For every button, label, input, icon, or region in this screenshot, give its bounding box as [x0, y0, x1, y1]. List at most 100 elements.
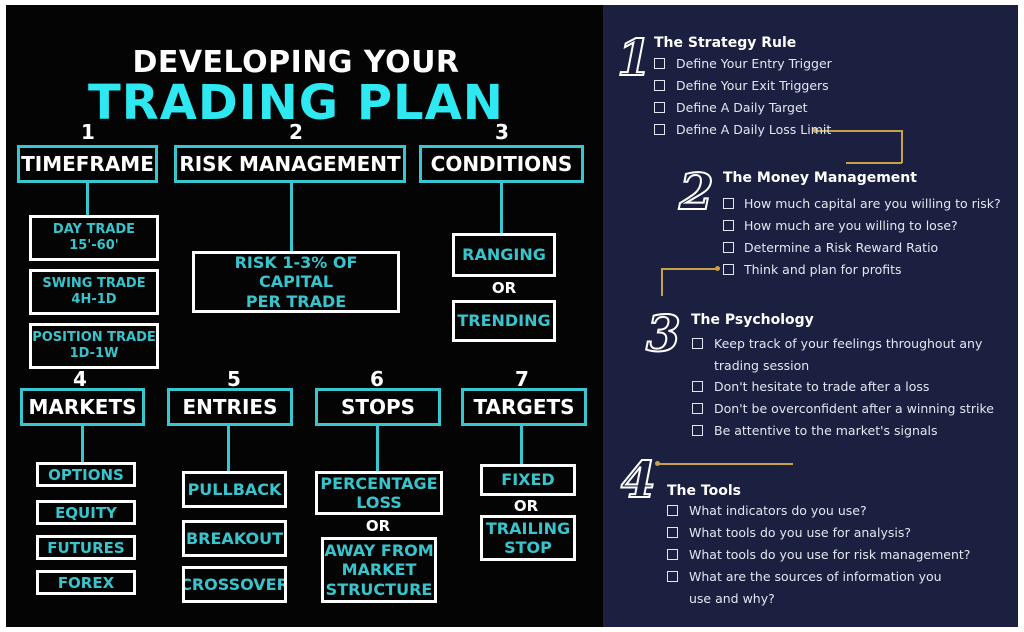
timeframe-option-day-trade: DAY TRADE 15'-60' — [29, 215, 159, 261]
step-1-heading: TIMEFRAME — [21, 152, 154, 176]
checkbox[interactable] — [654, 102, 665, 113]
step-7-heading: TARGETS — [473, 395, 575, 419]
market-option-forex: FOREX — [36, 570, 136, 595]
market-option-equity: EQUITY — [36, 500, 136, 525]
checkbox[interactable] — [667, 505, 678, 516]
checklist-item: What tools do you use for analysis? — [689, 525, 911, 540]
section-2-title: The Money Management — [723, 170, 917, 186]
option-line-2: MARKET — [341, 560, 417, 580]
checkbox[interactable] — [667, 527, 678, 538]
checkbox[interactable] — [692, 381, 703, 392]
checklist-item: How much capital are you willing to risk… — [744, 196, 1001, 211]
checklist-item: Define A Daily Loss Limit — [676, 122, 832, 137]
section-4-title: The Tools — [667, 483, 741, 499]
option-label: RANGING — [462, 245, 546, 265]
checklist-item-continued: trading session — [714, 358, 810, 373]
checkbox[interactable] — [667, 571, 678, 582]
option-line-1: SWING TRADE — [42, 276, 146, 292]
step-5-number: 5 — [227, 367, 241, 391]
option-label: EQUITY — [55, 503, 117, 522]
market-option-futures: FUTURES — [36, 535, 136, 560]
step-1-heading-box: TIMEFRAME — [17, 145, 158, 183]
title-line-1: DEVELOPING YOUR — [132, 45, 460, 80]
connector-line — [661, 268, 663, 296]
connector-dot — [655, 461, 660, 466]
checklist-item: Define Your Exit Triggers — [676, 78, 829, 93]
entry-option-breakout: BREAKOUT — [182, 520, 287, 557]
connector-line — [846, 162, 902, 164]
checkbox[interactable] — [723, 242, 734, 253]
option-line-2: STOP — [504, 538, 552, 557]
checkbox[interactable] — [723, 220, 734, 231]
step-6-heading: STOPS — [340, 395, 416, 419]
entry-option-crossover: CROSSOVER — [182, 566, 287, 603]
connector-line — [816, 130, 902, 132]
option-line-1: AWAY FROM — [324, 541, 434, 561]
section-4-number: 4 — [620, 450, 657, 509]
or-label: OR — [365, 517, 391, 535]
checklist-item: Define A Daily Target — [676, 100, 808, 115]
checkbox[interactable] — [654, 80, 665, 91]
checkbox[interactable] — [723, 264, 734, 275]
checkbox[interactable] — [692, 338, 703, 349]
checklist-item: Be attentive to the market's signals — [714, 423, 938, 438]
step-6-connector — [376, 426, 379, 472]
or-label: OR — [491, 279, 517, 297]
step-1-number: 1 — [81, 120, 95, 144]
connector-line — [901, 130, 903, 163]
risk-option-capital: RISK 1-3% OF CAPITAL PER TRADE — [192, 251, 400, 313]
step-6-number: 6 — [370, 367, 384, 391]
checklist-item: Don't be overconfident after a winning s… — [714, 401, 994, 416]
target-option-trailing-stop: TRAILING STOP — [480, 515, 576, 561]
option-label: CROSSOVER — [182, 574, 287, 594]
checkbox[interactable] — [692, 425, 703, 436]
stop-option-market-structure: AWAY FROM MARKET STRUCTURE — [321, 537, 437, 603]
step-3-connector — [500, 183, 503, 233]
step-6-heading-box: STOPS — [315, 388, 441, 426]
option-line-2: 1D-1W — [69, 346, 119, 361]
step-5-heading-box: ENTRIES — [167, 388, 293, 426]
section-1-title: The Strategy Rule — [654, 35, 797, 51]
checklist-item-continued: use and why? — [689, 591, 775, 606]
checkbox[interactable] — [654, 124, 665, 135]
option-label: FIXED — [501, 470, 555, 490]
step-4-heading: MARKETS — [28, 395, 137, 419]
title-line-2: TRADING PLAN — [88, 75, 504, 131]
market-option-options: OPTIONS — [36, 462, 136, 487]
option-line-1: RISK 1-3% OF CAPITAL — [234, 253, 358, 292]
checkbox[interactable] — [692, 403, 703, 414]
option-label: FOREX — [57, 573, 115, 592]
timeframe-option-position-trade: POSITION TRADE 1D-1W — [29, 323, 159, 369]
checkbox[interactable] — [723, 198, 734, 209]
step-2-heading: RISK MANAGEMENT — [179, 152, 401, 176]
step-7-number: 7 — [515, 367, 529, 391]
step-7-connector — [520, 426, 523, 466]
step-2-number: 2 — [289, 120, 303, 144]
option-line-2: 15'-60' — [69, 238, 119, 253]
option-label: BREAKOUT — [185, 528, 283, 548]
trading-plan-checklist: 1 The Strategy Rule Define Your Entry Tr… — [603, 5, 1018, 627]
checkbox[interactable] — [654, 58, 665, 69]
option-label: PULLBACK — [187, 479, 282, 499]
connector-line — [657, 463, 793, 465]
step-2-connector — [290, 183, 293, 253]
entry-option-pullback: PULLBACK — [182, 471, 287, 508]
section-3-title: The Psychology — [691, 312, 814, 328]
option-line-1: TRAILING — [485, 518, 571, 538]
target-option-fixed: FIXED — [480, 464, 576, 496]
step-3-heading-box: CONDITIONS — [419, 145, 584, 183]
option-line-1: POSITION TRADE — [32, 330, 156, 346]
step-2-heading-box: RISK MANAGEMENT — [174, 145, 406, 183]
checklist-item: Don't hesitate to trade after a loss — [714, 379, 930, 394]
checkbox[interactable] — [667, 549, 678, 560]
section-3-number: 3 — [645, 304, 682, 363]
checklist-item: Determine a Risk Reward Ratio — [744, 240, 939, 255]
option-line-2: LOSS — [356, 493, 402, 512]
option-line-2: PER TRADE — [245, 291, 347, 311]
stop-option-percentage-loss: PERCENTAGE LOSS — [315, 471, 443, 515]
checklist-item: What are the sources of information you — [689, 569, 942, 584]
condition-option-ranging: RANGING — [452, 233, 556, 277]
section-1-number: 1 — [616, 28, 653, 87]
connector-dot — [715, 266, 720, 271]
option-line-1: PERCENTAGE — [320, 473, 438, 493]
